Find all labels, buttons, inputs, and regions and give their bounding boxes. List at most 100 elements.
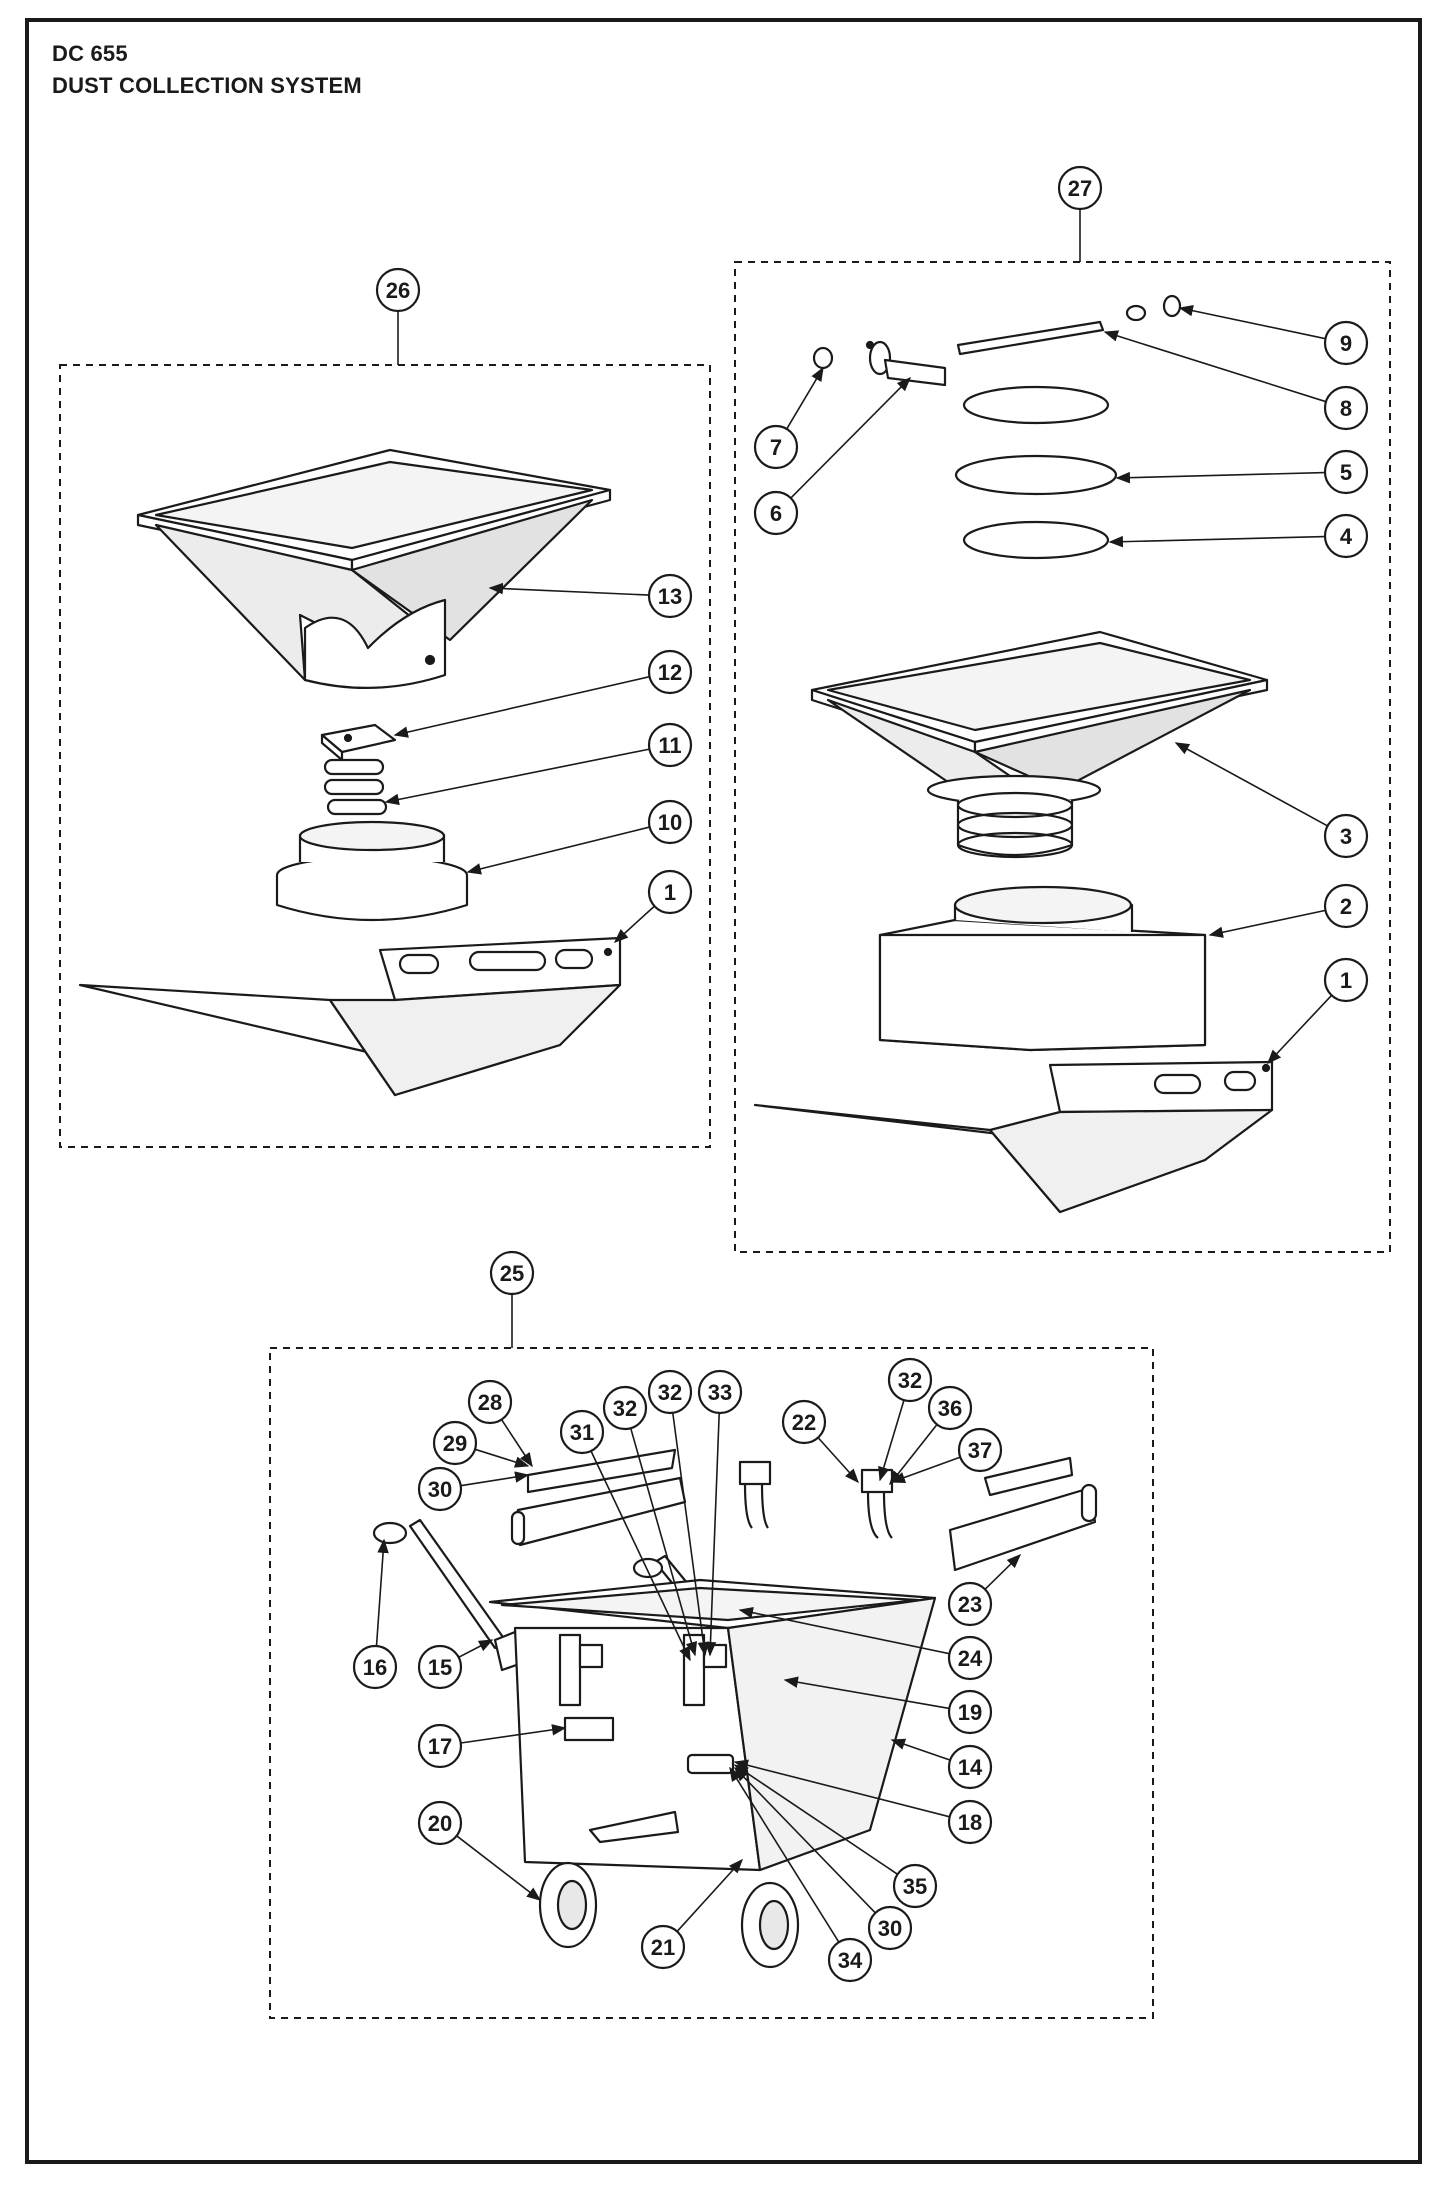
assembly-26-parts xyxy=(78,448,622,1097)
callout-number: 22 xyxy=(792,1410,816,1435)
callout-number: 19 xyxy=(958,1700,982,1725)
rod-part xyxy=(956,320,1105,356)
callout-number: 32 xyxy=(658,1380,682,1405)
part-leader-line xyxy=(733,1766,876,1914)
part-leader-line xyxy=(889,1423,938,1486)
part-callout-11: 11 xyxy=(647,722,693,768)
assembly-25-parts xyxy=(372,1448,1098,1969)
callout-number: 35 xyxy=(903,1874,927,1899)
part-callout-22: 22 xyxy=(781,1399,827,1445)
callout-number: 14 xyxy=(958,1755,983,1780)
shaker-arm-part xyxy=(865,340,947,387)
callout-number: 31 xyxy=(570,1420,594,1445)
part-callout-5: 5 xyxy=(1323,449,1369,495)
wheels xyxy=(538,1861,800,1969)
callout-number: 3 xyxy=(1340,824,1352,849)
part-callout-13: 13 xyxy=(647,573,693,619)
callout-number: 27 xyxy=(1068,176,1092,201)
filter-disc-5 xyxy=(954,454,1118,496)
callout-number: 29 xyxy=(443,1431,467,1456)
callout-number: 25 xyxy=(500,1261,524,1286)
collar-part xyxy=(275,820,469,922)
base-pan-part xyxy=(78,936,622,1097)
part-callout-23: 23 xyxy=(947,1581,993,1627)
part-leader-line xyxy=(878,1399,905,1482)
part-callout-14: 14 xyxy=(947,1744,993,1790)
callout-number: 34 xyxy=(838,1948,863,1973)
part-callout-3: 3 xyxy=(1323,813,1369,859)
callout-number: 2 xyxy=(1340,894,1352,919)
callout-number: 30 xyxy=(428,1477,452,1502)
filter-cylinder-part xyxy=(956,791,1074,859)
cart-body-part xyxy=(488,1578,937,1872)
part-callout-30: 30 xyxy=(417,1466,463,1512)
part-leader-line xyxy=(786,366,824,430)
part-leader-line xyxy=(733,1759,950,1818)
part-leader-line xyxy=(1267,994,1333,1065)
part-callout-2: 2 xyxy=(1323,883,1369,929)
part-callout-34: 34 xyxy=(827,1937,873,1983)
lid-clamp-left xyxy=(510,1448,687,1547)
callout-number: 8 xyxy=(1340,396,1352,421)
model-number: DC 655 xyxy=(52,41,128,66)
callout-number: 5 xyxy=(1340,460,1352,485)
callout-number: 6 xyxy=(770,501,782,526)
assembly-26-frame xyxy=(59,364,711,1148)
drum-box-part xyxy=(878,885,1207,1052)
part-leader-line xyxy=(1115,471,1326,484)
part-leader-line xyxy=(704,1412,721,1657)
part-callout-29: 29 xyxy=(432,1420,478,1466)
assembly-callout-26: 26 xyxy=(375,267,421,313)
part-callout-6: 6 xyxy=(753,490,799,536)
hopper-part xyxy=(136,448,612,689)
part-callout-36: 36 xyxy=(927,1385,973,1431)
part-callout-32: 32 xyxy=(887,1357,933,1403)
callout-number: 18 xyxy=(958,1810,982,1835)
callout-number: 12 xyxy=(658,660,682,685)
part-leader-line xyxy=(590,1450,691,1662)
part-leader-line xyxy=(375,1538,389,1647)
callout-number: 23 xyxy=(958,1592,982,1617)
part-callout-21: 21 xyxy=(640,1924,686,1970)
callout-number: 16 xyxy=(363,1655,387,1680)
part-callout-24: 24 xyxy=(947,1635,993,1681)
callout-number: 9 xyxy=(1340,331,1352,356)
assembly-25-frame xyxy=(269,1347,1154,2019)
assembly-27-frame xyxy=(734,261,1391,1253)
bracket-part xyxy=(320,723,397,762)
callout-number: 1 xyxy=(664,880,676,905)
callout-number: 37 xyxy=(968,1438,992,1463)
part-callout-15: 15 xyxy=(417,1644,463,1690)
part-callout-19: 19 xyxy=(947,1689,993,1735)
part-callout-28: 28 xyxy=(467,1379,513,1425)
part-leader-line xyxy=(783,1676,950,1710)
part-leader-line xyxy=(890,1456,961,1483)
base-pan-lower-part xyxy=(753,1060,1274,1214)
callout-number: 20 xyxy=(428,1811,452,1836)
callout-number: 10 xyxy=(658,810,682,835)
part-leader-line xyxy=(676,1858,743,1932)
diagram-title: DUST COLLECTION SYSTEM xyxy=(52,73,362,98)
callout-number: 11 xyxy=(658,733,681,758)
callout-number: 32 xyxy=(898,1368,922,1393)
callout-number: 32 xyxy=(613,1396,637,1421)
part-leader-line xyxy=(890,1738,951,1761)
handle-left xyxy=(372,1518,527,1672)
part-callout-16: 16 xyxy=(352,1644,398,1690)
part-leader-line xyxy=(1103,330,1327,403)
part-callout-37: 37 xyxy=(957,1427,1003,1473)
callout-number: 36 xyxy=(938,1396,962,1421)
part-callout-35: 35 xyxy=(892,1863,938,1909)
filter-disc-4 xyxy=(962,520,1110,560)
callout-number: 30 xyxy=(878,1916,902,1941)
title-block: DC 655 DUST COLLECTION SYSTEM xyxy=(52,38,362,102)
part-callout-8: 8 xyxy=(1323,385,1369,431)
part-leader-line xyxy=(1208,909,1326,938)
latch-parts xyxy=(738,1460,894,1539)
part-leader-line xyxy=(733,1764,899,1875)
part-leader-line xyxy=(488,582,650,596)
part-callout-30: 30 xyxy=(867,1905,913,1951)
